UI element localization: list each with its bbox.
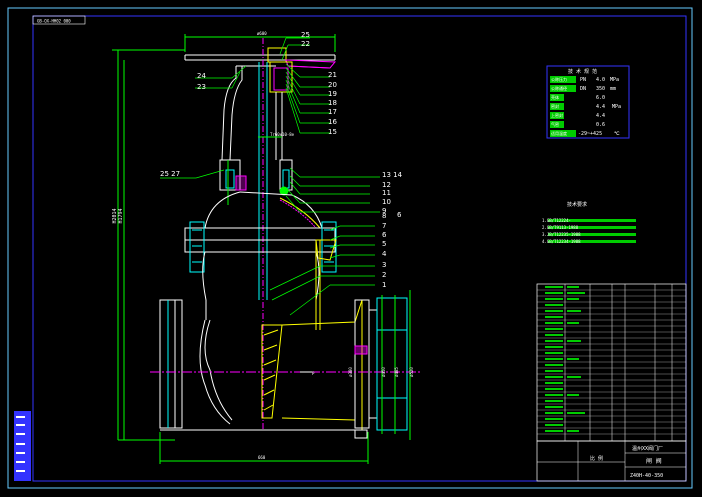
callout-9: 9 — [382, 207, 386, 215]
drawing-code-box — [32, 15, 86, 25]
dim-right-c: ø520 — [409, 367, 414, 377]
spec-val-5: 4.4 — [596, 113, 605, 119]
right-flange — [354, 297, 408, 439]
parts-rows — [537, 289, 686, 435]
callout-23: 23 — [197, 83, 206, 91]
inner-frame — [32, 15, 687, 482]
body-flange — [184, 221, 337, 273]
spec-val-1: 4.0 — [596, 77, 605, 83]
spec-label-4: 密封 — [551, 103, 559, 109]
dim-right-a: ø450 — [381, 367, 386, 377]
dim-right — [381, 290, 411, 440]
spec-label-1: 公称压力 — [551, 76, 567, 82]
spec-val-7: -29~+425 — [578, 131, 602, 137]
callout-18: 18 — [328, 99, 337, 107]
callout-12: 12 — [382, 181, 391, 189]
callout-6: 6 — [397, 211, 402, 219]
callout-1: 1 — [382, 281, 386, 289]
callout-11: 11 — [382, 189, 391, 197]
dim-right-b: ø485 — [394, 367, 399, 377]
left-margin-tabs — [14, 411, 31, 481]
spec-sym-2: DN — [580, 86, 586, 92]
callout-2: 2 — [382, 271, 386, 279]
spec-unit-2: mm — [610, 86, 616, 92]
callout-25-27: 25 27 — [160, 170, 180, 178]
spec-val-6: 0.6 — [596, 122, 605, 128]
parts-list — [536, 283, 687, 442]
tech-title: 技术要求 — [567, 201, 587, 208]
spec-unit-4: MPa — [612, 104, 621, 110]
callout-15: 15 — [328, 128, 337, 136]
title-block: 温州XX阀门厂 比 例 闸 阀 Z40H-40-350 — [536, 440, 687, 482]
spec-val-4: 4.4 — [596, 104, 605, 110]
callout-19: 19 — [328, 90, 337, 98]
dim-top-label: ø600 — [257, 31, 267, 36]
valve-body — [159, 251, 360, 431]
spec-label-7: 适用温度 — [551, 130, 567, 136]
callout-5: 5 — [382, 240, 386, 248]
callout-17: 17 — [328, 108, 337, 116]
dim-bottom-label: 660 — [258, 455, 266, 460]
spec-label-6: 气密 — [551, 121, 559, 127]
tech-requirements: 技术要求 1.GB/T12224- 2.GB/T9113-1988 3.JB/T… — [542, 201, 636, 244]
dim-bottom — [159, 432, 369, 464]
tech-item-2: 2.GB/T9113-1988 — [542, 225, 579, 230]
handwheel — [184, 47, 337, 69]
callout-7: 7 — [382, 222, 386, 230]
callout-13-14: 13 14 — [382, 171, 403, 179]
callout-25: 25 — [301, 31, 310, 39]
callout-4: 4 — [382, 250, 387, 258]
drawing-code: GB-OX-HH02 000 — [37, 19, 71, 24]
callout-3: 3 — [382, 261, 386, 269]
leader-lines — [160, 37, 380, 316]
callout-10: 10 — [382, 198, 391, 206]
bonnet — [204, 191, 323, 229]
spec-val-2: 350 — [596, 86, 605, 92]
dim-top: ø600 — [184, 31, 336, 52]
flow-p-mark: P — [312, 371, 315, 376]
parts-fills — [545, 286, 585, 432]
dim-height-closed: H1794 — [118, 208, 124, 223]
tech-item-4: 4.GB/T12234-1988 — [542, 239, 581, 244]
spec-rows: 公称压力 PN 4.0 MPa 公称通径 DN 350 mm 壳体 6.0 密封… — [550, 76, 621, 137]
callout-20: 20 — [328, 81, 337, 89]
callout-22: 22 — [301, 40, 310, 48]
spec-val-3: 6.0 — [596, 95, 605, 101]
yoke — [221, 61, 293, 161]
callouts: 25 22 24 23 21 20 19 18 17 16 15 25 27 1… — [160, 31, 403, 289]
dim-height-open: H2014 — [112, 208, 118, 223]
gate-section — [261, 324, 283, 419]
spec-unit-1: MPa — [610, 77, 619, 83]
callout-8: 8 — [382, 212, 386, 220]
spec-panel: 技 术 规 范 公称压力 PN 4.0 MPa 公称通径 DN 350 mm 壳… — [546, 65, 630, 139]
body-section-right — [281, 240, 363, 430]
callout-24: 24 — [197, 72, 206, 80]
outer-frame — [7, 7, 693, 489]
tech-item-1: 1.GB/T12224- — [542, 218, 571, 223]
spec-label-2: 公称通径 — [551, 85, 567, 91]
dim-right-flange: ø380 — [348, 367, 353, 377]
spec-label-3: 壳体 — [551, 94, 559, 100]
callout-16: 16 — [328, 118, 337, 126]
title-scale: 比 例 — [590, 455, 603, 462]
spec-label-5: 上密封 — [551, 112, 563, 118]
dim-stem: Tr60x10-8e — [270, 132, 295, 137]
valve-assembly — [150, 38, 420, 439]
callout-6b: 6 — [382, 231, 387, 239]
spec-unit-7: ℃ — [614, 131, 620, 137]
spec-sym-1: PN — [580, 77, 586, 83]
title-model: Z40H-40-350 — [630, 473, 663, 479]
tech-item-3: 3.JB/T12235-1988 — [542, 232, 581, 237]
callout-21: 21 — [328, 71, 337, 79]
dim-height — [112, 49, 185, 441]
spec-title: 技 术 规 范 — [568, 68, 597, 75]
title-name: 闸 阀 — [646, 457, 662, 465]
title-company: 温州XX阀门厂 — [632, 445, 663, 452]
